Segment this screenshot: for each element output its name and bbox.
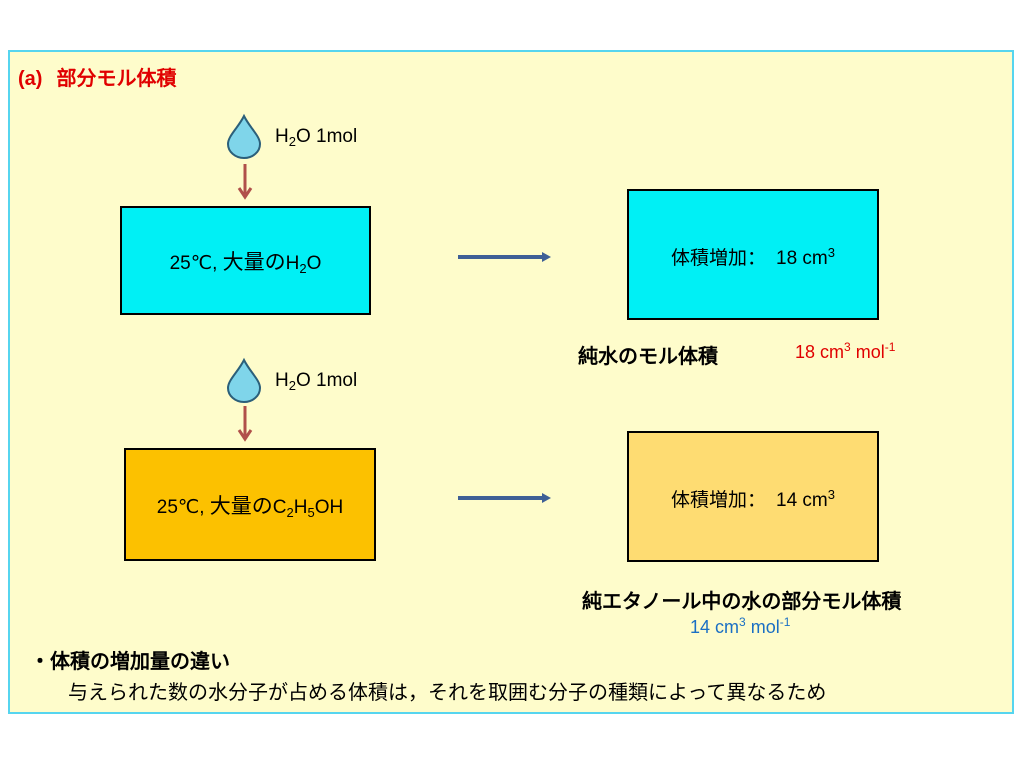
diagram-panel	[8, 50, 1014, 714]
pure-water-molar-volume-label: 純水のモル体積	[578, 346, 718, 368]
note-heading: ・体積の増加量の違い	[30, 651, 230, 673]
partial-molar-volume-value: 14 cm3 mol-1	[690, 615, 791, 637]
right-arrow-1	[458, 252, 551, 262]
note-body: 与えられた数の水分子が占める体積は，それを取囲む分子の種類によって異なるため	[68, 682, 827, 704]
section-title: (a) 部分モル体積	[18, 62, 176, 91]
pure-water-molar-volume-value: 18 cm3 mol-1	[795, 340, 896, 362]
section-heading: 部分モル体積	[56, 68, 177, 90]
water-amount-label-2: H2O 1mol	[275, 370, 358, 393]
water-amount-label-1: H2O 1mol	[275, 126, 358, 149]
bulk-water-box: 25℃, 大量のH2O	[120, 206, 371, 315]
down-arrow-2	[237, 406, 253, 442]
section-label: (a)	[18, 68, 43, 90]
volume-increase-box-1: 体積増加：18 cm3	[627, 189, 879, 320]
volume-increase-box-2: 体積増加：14 cm3	[627, 431, 879, 562]
water-drop-icon	[226, 113, 262, 159]
down-arrow-1	[237, 164, 253, 200]
partial-molar-volume-label: 純エタノール中の水の部分モル体積	[582, 591, 902, 613]
right-arrow-2	[458, 493, 551, 503]
water-drop-icon	[226, 357, 262, 403]
bulk-ethanol-box: 25℃, 大量のC2H5OH	[124, 448, 376, 561]
